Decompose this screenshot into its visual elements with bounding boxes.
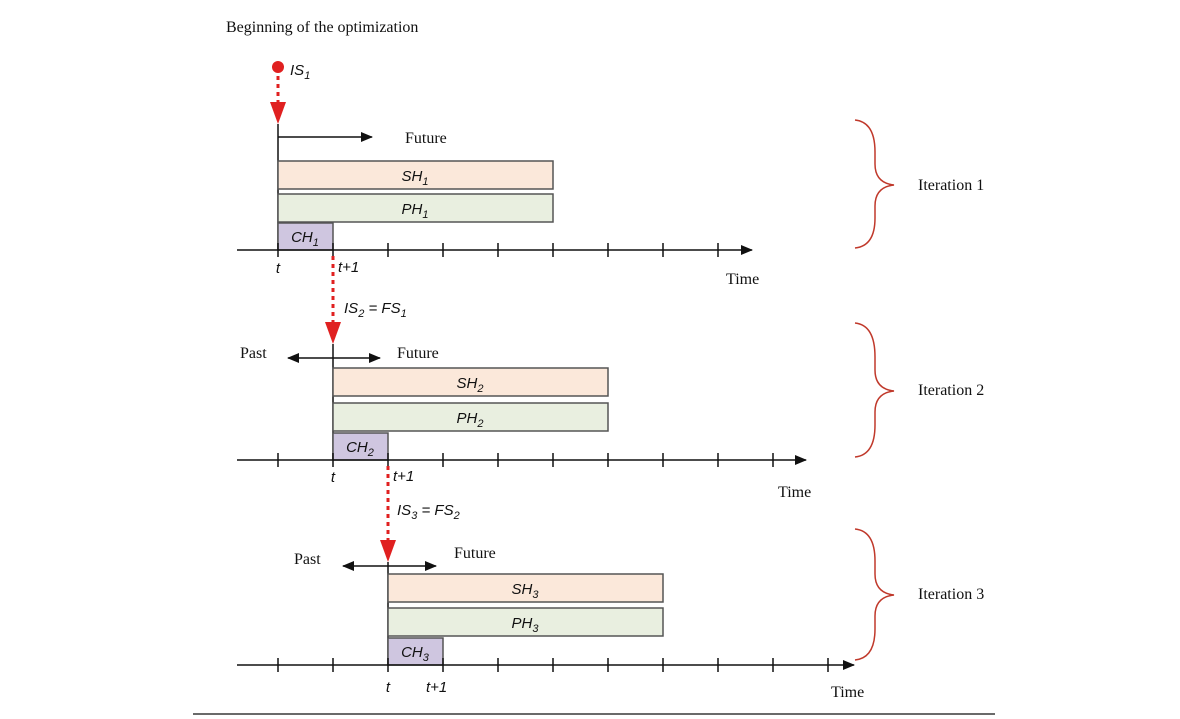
- tick-label-t1: t+1: [338, 259, 359, 276]
- iteration-label: Iteration 1: [918, 177, 984, 194]
- future-label: Future: [405, 130, 447, 147]
- tick-label-t: t: [331, 469, 336, 486]
- sh-label: SH1: [402, 168, 429, 188]
- sh-label: SH2: [457, 375, 484, 395]
- transition-label: IS2 = FS1: [344, 300, 407, 320]
- past-label: Past: [294, 551, 321, 568]
- sh-bar: [332, 367, 609, 397]
- future-label: Future: [454, 545, 496, 562]
- iteration-label: Iteration 3: [918, 586, 984, 603]
- ch-bar: [387, 637, 444, 666]
- ch-label: CH1: [291, 229, 319, 249]
- start-state-label: IS1: [290, 62, 310, 82]
- iteration-brace: [854, 119, 895, 249]
- tick-label-t: t: [386, 679, 391, 696]
- diagram-title: Beginning of the optimization: [226, 19, 418, 36]
- time-axis-label: Time: [726, 271, 759, 288]
- axis-ticks: [277, 243, 719, 257]
- ph-label: PH3: [512, 615, 540, 635]
- start-dot: [272, 61, 284, 73]
- iteration-3: IS3 = FS2 Past Future SH3 PH3 CH3 t t+1 …: [237, 466, 984, 701]
- tick-label-t: t: [276, 260, 281, 277]
- iteration-label: Iteration 2: [918, 382, 984, 399]
- dashed-arrow-1-head: [270, 102, 286, 124]
- axis-ticks: [277, 453, 774, 467]
- iteration-brace: [854, 528, 895, 661]
- dashed-arrow-2-head: [325, 322, 341, 344]
- ph-label: PH1: [402, 201, 429, 221]
- sh-label: SH3: [512, 581, 540, 601]
- future-label: Future: [397, 345, 439, 362]
- ph-bar: [332, 402, 609, 432]
- ch-label: CH3: [401, 644, 430, 664]
- tick-label-t1: t+1: [426, 679, 447, 696]
- dashed-arrow-3-head: [380, 540, 396, 562]
- iteration-1: Future SH1 PH1 CH1 t t+1 Time Iteration …: [237, 76, 984, 288]
- iteration-2: IS2 = FS1 Past Future SH2 PH2 CH2 t t+1 …: [237, 256, 984, 501]
- sh-bar: [277, 160, 554, 190]
- ch-bar: [332, 432, 389, 461]
- ph-bar: [387, 607, 664, 637]
- ph-label: PH2: [457, 410, 484, 430]
- ph-bar: [277, 193, 554, 223]
- tick-label-t1: t+1: [393, 468, 414, 485]
- iteration-brace: [854, 322, 895, 458]
- axis-ticks: [277, 658, 829, 672]
- ch-bar: [277, 222, 334, 251]
- ch-label: CH2: [346, 439, 374, 459]
- time-axis-label: Time: [831, 684, 864, 701]
- transition-label: IS3 = FS2: [397, 502, 460, 522]
- sh-bar: [387, 573, 664, 603]
- time-axis-label: Time: [778, 484, 811, 501]
- past-label: Past: [240, 345, 267, 362]
